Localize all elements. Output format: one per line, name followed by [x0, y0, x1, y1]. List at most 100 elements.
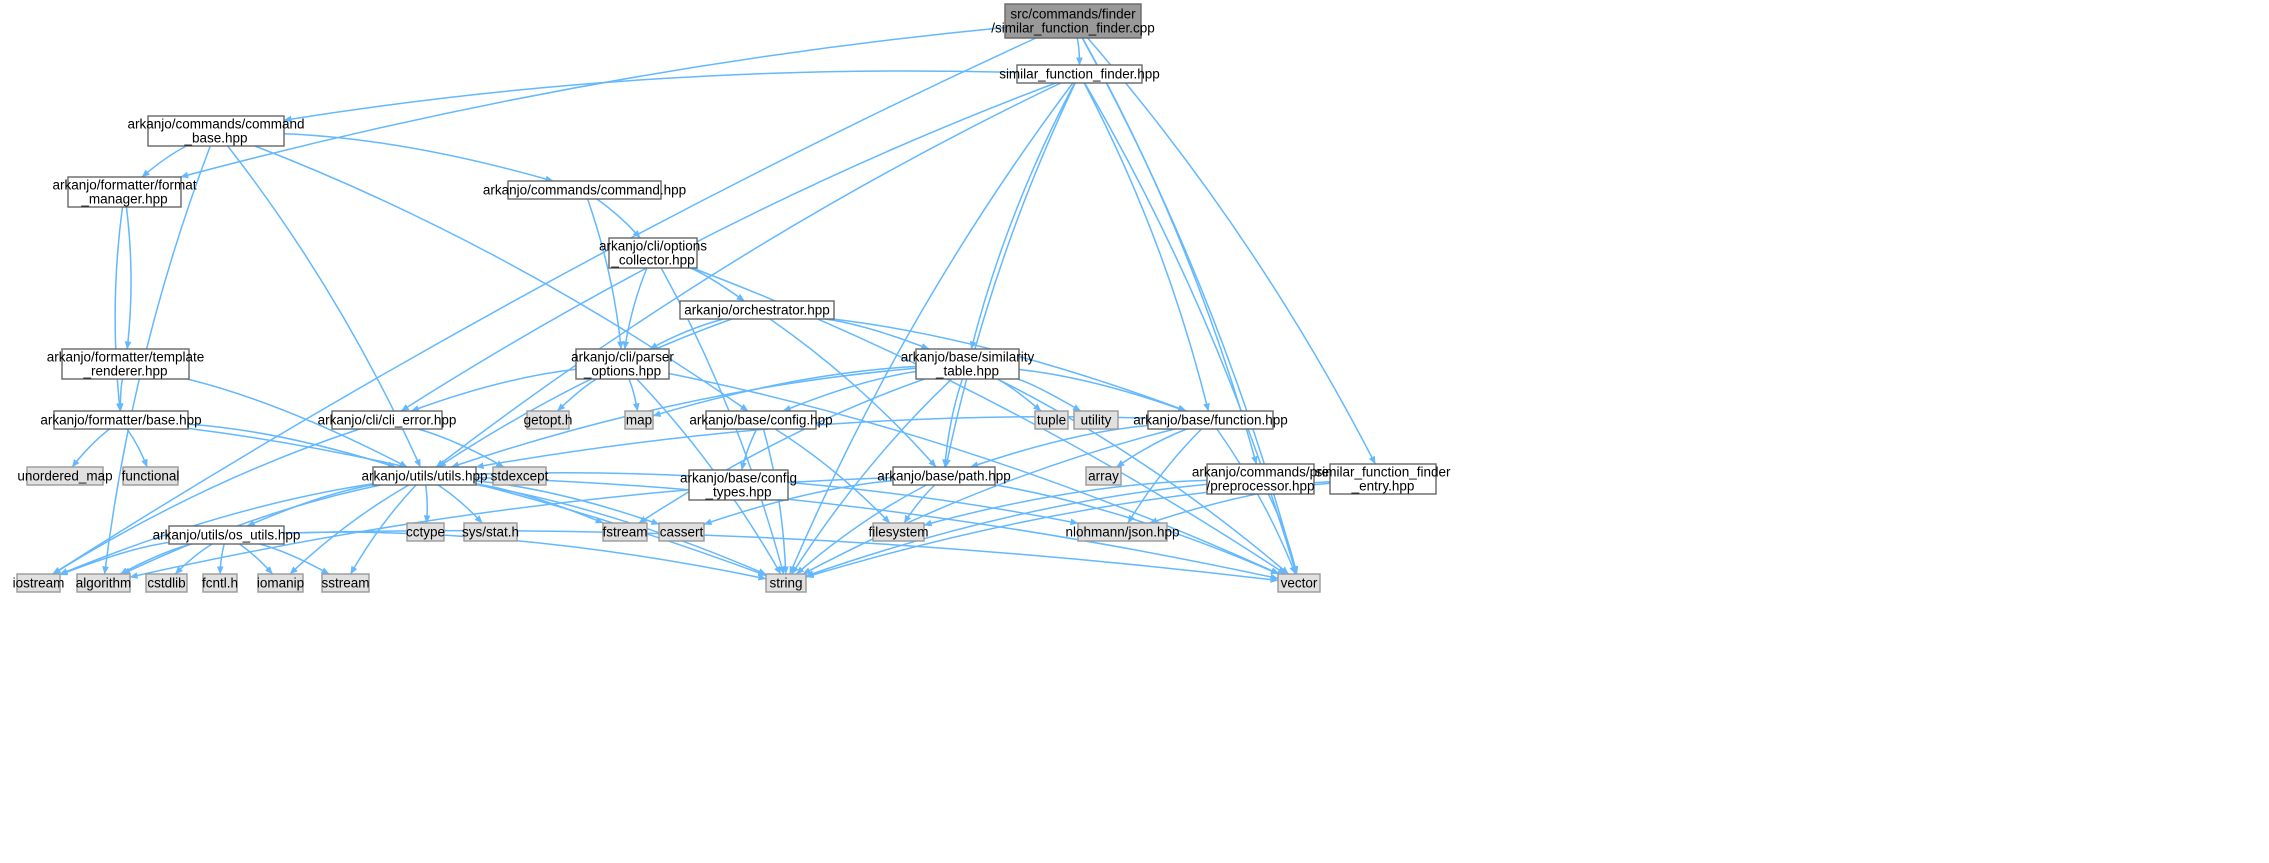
node-box — [658, 522, 705, 542]
edge-orch-to-path — [769, 318, 937, 468]
node-label: arkanjo/orchestrator.hpp — [684, 303, 830, 318]
node-box — [257, 573, 304, 593]
node-box — [679, 300, 835, 320]
node-simtab[interactable]: arkanjo/base/similarity_table.hpp — [901, 348, 1035, 380]
node-box — [575, 348, 670, 380]
edge-tmplr-to-utils — [186, 378, 408, 468]
node-command[interactable]: arkanjo/commands/command.hpp — [483, 180, 686, 200]
edge-config-to-string — [762, 428, 789, 575]
edge-utils-to-sysstat — [437, 484, 483, 524]
node-label: arkanjo/utils/utils.hpp — [361, 469, 487, 484]
edge-parser-to-getopt — [556, 378, 597, 412]
node-box — [122, 466, 179, 486]
node-label: _options.hpp — [583, 364, 661, 379]
node-box — [1206, 463, 1315, 495]
edge-function-to-path — [970, 424, 1149, 468]
node-label: arkanjo/commands/pre — [1192, 465, 1329, 480]
node-box — [1147, 410, 1274, 430]
node-label: arkanjo/formatter/base.hpp — [40, 413, 201, 428]
edge-sff-to-function — [1083, 82, 1210, 412]
node-optcol[interactable]: arkanjo/cli/options_collector.hpp — [599, 237, 707, 269]
node-algorithm: algorithm — [76, 573, 132, 593]
node-label: map — [626, 413, 652, 428]
node-label: src/commands/finder — [1010, 7, 1136, 22]
node-osutils[interactable]: arkanjo/utils/os_utils.hpp — [153, 525, 301, 545]
edge-utils-to-osutils — [246, 484, 374, 527]
node-box — [67, 176, 182, 208]
node-clierr[interactable]: arkanjo/cli/cli_error.hpp — [318, 410, 457, 430]
edge-parser-to-map — [628, 378, 640, 412]
edge-simtab-to-utils — [451, 367, 917, 468]
node-orch[interactable]: arkanjo/orchestrator.hpp — [679, 300, 835, 320]
node-label: _entry.hpp — [1351, 479, 1415, 494]
node-box — [872, 522, 925, 542]
node-label: sstream — [321, 576, 369, 591]
node-cmdbase[interactable]: arkanjo/commands/command_base.hpp — [127, 115, 305, 147]
node-box — [1077, 522, 1168, 542]
node-label: fcntl.h — [202, 576, 238, 591]
node-fmtmgr[interactable]: arkanjo/formatter/format_manager.hpp — [52, 176, 197, 208]
edge-simtab-to-config — [782, 370, 917, 412]
node-box — [202, 573, 238, 593]
node-box — [602, 522, 648, 542]
node-json: nlohmann/json.hpp — [1065, 522, 1180, 542]
node-box — [406, 522, 445, 542]
edge-orch-to-parser — [649, 318, 724, 350]
edge-osutils-to-cstdlib — [174, 543, 213, 575]
edge-sff-to-clierr — [400, 82, 1056, 412]
node-label: _manager.hpp — [80, 192, 167, 207]
edge-optcol-to-orch — [690, 267, 745, 302]
node-label: arkanjo/formatter/template — [47, 350, 205, 365]
node-box — [145, 573, 188, 593]
node-box — [492, 466, 547, 486]
node-box — [1073, 410, 1119, 430]
node-label: vector — [1281, 576, 1318, 591]
node-path[interactable]: arkanjo/base/path.hpp — [877, 466, 1011, 486]
node-box — [526, 410, 570, 430]
node-label: arkanjo/base/config — [680, 471, 797, 486]
node-label: arkanjo/base/config.hpp — [689, 413, 832, 428]
node-cctype: cctype — [406, 522, 445, 542]
edge-osutils-to-iomanip — [239, 543, 274, 575]
edge-parser-to-vector — [668, 372, 1280, 575]
node-vector: vector — [1277, 573, 1321, 593]
node-config[interactable]: arkanjo/base/config.hpp — [689, 410, 833, 430]
node-box — [53, 410, 189, 430]
node-root[interactable]: src/commands/finder/similar_function_fin… — [991, 3, 1155, 39]
node-box — [608, 237, 698, 269]
node-sstream: sstream — [321, 573, 370, 593]
node-label: algorithm — [76, 576, 132, 591]
edge-tmplr-to-fmtbase — [116, 378, 124, 412]
edge-command-to-optcol — [596, 198, 641, 239]
node-fmtbase[interactable]: arkanjo/formatter/base.hpp — [40, 410, 202, 430]
edge-root-to-fmtmgr — [180, 26, 1006, 179]
node-box — [507, 180, 662, 200]
node-cfgtypes[interactable]: arkanjo/base/config_types.hpp — [680, 469, 797, 501]
node-label: arkanjo/cli/cli_error.hpp — [318, 413, 457, 428]
node-parser[interactable]: arkanjo/cli/parser_options.hpp — [571, 348, 674, 380]
node-function[interactable]: arkanjo/base/function.hpp — [1133, 410, 1288, 430]
node-label: arkanjo/base/similarity — [901, 350, 1035, 365]
node-box — [26, 466, 104, 486]
edge-simtab-to-utility — [1017, 378, 1082, 412]
node-box — [688, 469, 789, 501]
edge-preproc-to-string — [805, 483, 1208, 577]
node-label: arkanjo/commands/command.hpp — [483, 183, 686, 198]
node-sffentry[interactable]: similar_function_finder_entry.hpp — [1315, 463, 1451, 495]
edge-sff-to-utils — [435, 82, 1062, 468]
node-box — [1329, 463, 1437, 495]
node-tmplr[interactable]: arkanjo/formatter/template_renderer.hpp — [47, 348, 205, 380]
edge-root-to-sffentry — [1087, 37, 1376, 465]
edge-simtab-to-map — [652, 365, 917, 417]
edge-sff-to-simtab — [969, 82, 1076, 350]
node-label: fstream — [602, 525, 647, 540]
edge-cmdbase-to-command — [283, 132, 554, 183]
node-preproc[interactable]: arkanjo/commands/pre/preprocessor.hpp — [1192, 463, 1329, 495]
node-utils[interactable]: arkanjo/utils/utils.hpp — [361, 466, 488, 486]
node-label: arkanjo/commands/command — [127, 117, 304, 132]
node-box — [331, 410, 443, 430]
edge-fmtbase-to-string — [187, 427, 767, 577]
edge-parser-to-clierr — [411, 368, 577, 412]
node-sff[interactable]: similar_function_finder.hpp — [999, 64, 1160, 84]
node-label: sys/stat.h — [462, 525, 519, 540]
